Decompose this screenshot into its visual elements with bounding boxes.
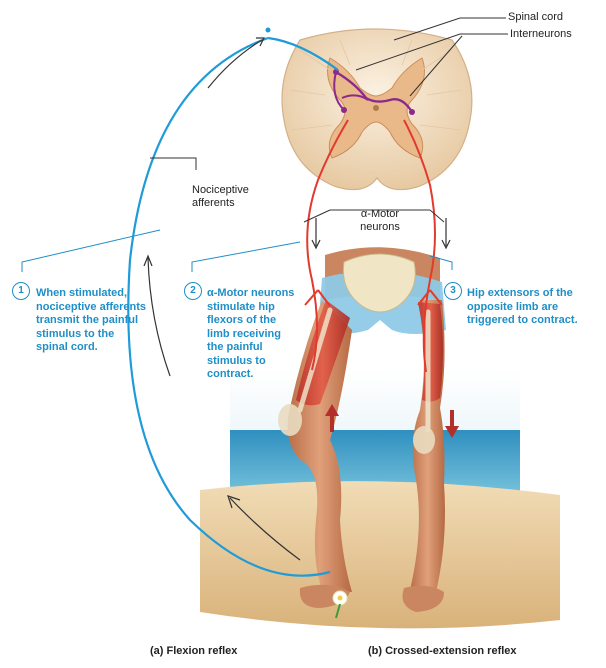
- step-1-line: transmit the painful: [36, 314, 139, 326]
- nociceptive-afferents-label: Nociceptive afferents: [192, 184, 249, 210]
- step-1-line: spinal cord.: [36, 341, 98, 353]
- step-2-line: flexors of the: [207, 314, 277, 326]
- direction-arrows: [143, 37, 451, 561]
- step-2-text: α-Motor neurons stimulate hip flexors of…: [207, 287, 294, 382]
- nociceptive-afferents-line2: afferents: [192, 197, 235, 209]
- step-1-line: When stimulated,: [36, 287, 128, 299]
- step-1-text: When stimulated, nociceptive afferents t…: [36, 287, 146, 355]
- legs-figure: [278, 247, 446, 619]
- alpha-motor-line2: neurons: [360, 221, 400, 233]
- step-3-text: Hip extensors of the opposite limb are t…: [467, 287, 578, 328]
- nociceptive-afferent: [127, 27, 339, 577]
- spinal-cord-section: [281, 28, 473, 191]
- step-3-line: triggered to contract.: [467, 314, 578, 326]
- nociceptive-afferents-line1: Nociceptive: [192, 184, 249, 196]
- leader-lines: [150, 17, 508, 223]
- step-2-line: contract.: [207, 368, 254, 380]
- caption-crossed-extension-reflex: (b) Crossed-extension reflex: [368, 645, 517, 657]
- step-2-line: stimulate hip: [207, 300, 275, 313]
- step-1-badge: 1: [12, 282, 30, 300]
- step-leaders: [21, 229, 453, 272]
- step-3-line: Hip extensors of the: [467, 287, 573, 299]
- step-1-line: nociceptive afferents: [36, 300, 147, 313]
- step-1-line: stimulus to the: [36, 327, 115, 340]
- step-3-line: opposite limb are: [467, 300, 559, 313]
- contraction-arrows: [325, 404, 459, 438]
- beach-background: [200, 370, 560, 629]
- spinal-cord-label: Spinal cord: [508, 11, 564, 23]
- alpha-motor-neurons-label: α-Motor neurons: [352, 208, 408, 234]
- step-2-badge: 2: [184, 282, 202, 300]
- step-2-line: limb receiving: [207, 327, 281, 340]
- step-3-badge: 3: [444, 282, 462, 300]
- interneurons-label: Interneurons: [510, 28, 572, 40]
- alpha-motor-line1: α-Motor: [360, 208, 400, 220]
- step-2-line: the painful: [207, 341, 263, 353]
- step-2-line: stimulus to: [207, 354, 266, 367]
- step-2-line: α-Motor neurons: [207, 287, 295, 299]
- caption-flexion-reflex: (a) Flexion reflex: [150, 645, 238, 657]
- motor-neurons: [304, 119, 443, 373]
